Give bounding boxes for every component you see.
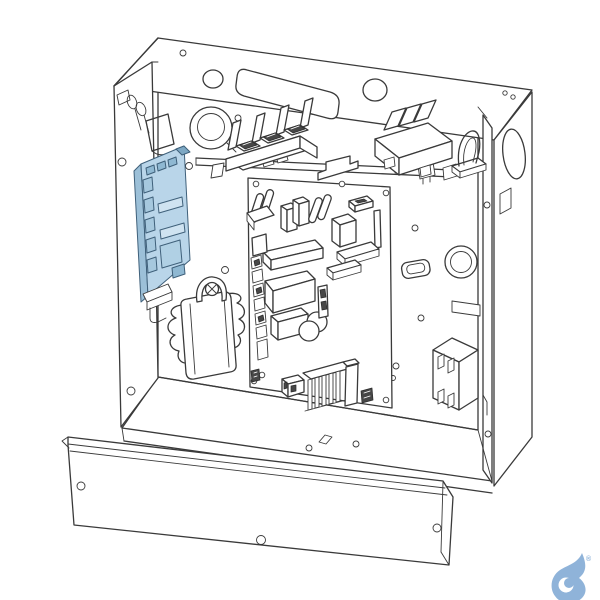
- screw-hole: [305, 444, 313, 452]
- pcb-connector: [317, 284, 329, 319]
- screw-hole: [483, 201, 491, 209]
- screw-hole: [417, 314, 425, 322]
- side-knockout-oval: [502, 128, 526, 180]
- screw-hole: [256, 535, 266, 545]
- flat-component: [326, 259, 362, 281]
- standoff-post: [373, 209, 382, 249]
- pcb-plug: [281, 374, 305, 398]
- floor-tab: [318, 434, 333, 445]
- pcb-screw: [338, 180, 346, 188]
- bottom-cover: [61, 436, 454, 566]
- registered-mark: ®: [586, 555, 592, 563]
- screw-hole: [221, 266, 229, 274]
- screw-hole: [352, 440, 360, 448]
- pcb-connector: [348, 195, 374, 213]
- top-knockout-hole: [202, 69, 224, 89]
- screw-hole: [185, 162, 193, 170]
- screw-hole: [126, 386, 136, 396]
- pcb-relay: [331, 213, 357, 248]
- power-supply-module: [133, 145, 191, 323]
- pcb-screw: [382, 189, 390, 197]
- junction-box: [432, 337, 479, 411]
- heatsink: [302, 358, 360, 412]
- screw-hole: [484, 430, 492, 438]
- knockout-ring-right: [444, 245, 478, 279]
- capacitor: [317, 194, 332, 221]
- left-flange: [113, 37, 159, 428]
- main-pcb: [246, 177, 393, 412]
- screw-hole: [510, 94, 516, 100]
- ground-clip: [116, 89, 175, 156]
- side-cutout: [499, 187, 512, 215]
- cable-clamp: [451, 130, 487, 179]
- pcb-connector: [250, 368, 261, 383]
- screw-hole: [411, 224, 419, 232]
- terminal-screw: [283, 124, 309, 136]
- top-slot-cutout: [235, 68, 340, 120]
- pcb-connector: [360, 387, 374, 404]
- round-capacitor: [298, 320, 320, 342]
- terminal-block: [225, 97, 318, 172]
- top-knockout-hole: [362, 78, 388, 102]
- screw-hole: [432, 523, 442, 533]
- transformer: [167, 276, 246, 380]
- terminal-screw: [235, 140, 261, 152]
- pcb-relay: [280, 196, 310, 233]
- pcb-screw: [252, 180, 260, 188]
- screw-hole: [117, 157, 127, 167]
- relay-block: [374, 99, 453, 178]
- pin-header-strip: [250, 233, 269, 361]
- vent-slot: [437, 353, 445, 370]
- hat-bracket: [317, 155, 359, 181]
- vent-slot: [447, 357, 455, 374]
- screw-hole: [76, 481, 86, 491]
- screw-hole: [392, 362, 400, 370]
- panel-slot: [451, 300, 481, 317]
- vent-slot: [447, 392, 455, 409]
- water-drop-logo: ®: [551, 553, 592, 600]
- screw-hole: [502, 90, 508, 96]
- rail-foot: [210, 162, 225, 179]
- pcb-relay: [262, 239, 324, 271]
- cable-tie-mount: [400, 259, 431, 280]
- pcb-screw: [382, 396, 390, 404]
- right-wall: [477, 91, 533, 487]
- terminal-screw: [259, 132, 285, 144]
- screw-hole: [179, 49, 187, 57]
- pcb-relay: [264, 270, 316, 314]
- vent-slot: [437, 388, 445, 405]
